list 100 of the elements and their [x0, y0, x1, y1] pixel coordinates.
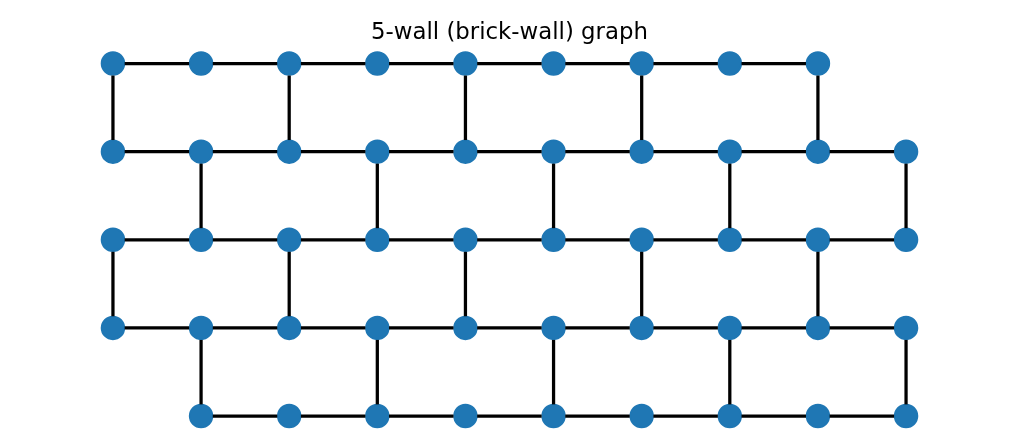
connector: [728, 163, 732, 229]
node-circle: [453, 139, 478, 164]
connector: [300, 150, 366, 154]
connector: [653, 150, 718, 154]
node-circle: [805, 315, 831, 341]
node-circle: [365, 403, 390, 429]
node-circle: [629, 227, 654, 252]
node-circle: [717, 227, 743, 252]
node-circle: [100, 51, 126, 76]
connector: [829, 238, 895, 242]
node-circle: [365, 51, 390, 76]
connector: [389, 61, 454, 66]
node-circle: [541, 139, 566, 164]
node-circle: [805, 227, 831, 252]
node-circle: [365, 315, 390, 341]
node-circle: [629, 315, 654, 341]
connector: [375, 163, 379, 229]
connector: [653, 414, 718, 418]
connector: [904, 163, 908, 229]
node-circle: [365, 139, 390, 164]
node-circle: [276, 227, 302, 252]
node-circle: [276, 403, 302, 429]
connector: [389, 150, 454, 154]
node-circle: [805, 403, 831, 429]
node-circle: [541, 315, 566, 341]
node-circle: [629, 403, 654, 429]
connector: [565, 150, 630, 154]
node-circle: [453, 403, 478, 429]
node-circle: [717, 315, 743, 341]
connector: [300, 61, 366, 66]
connector: [565, 238, 630, 242]
connector: [477, 326, 542, 330]
connector: [212, 414, 278, 418]
node-circle: [629, 51, 654, 76]
connector: [653, 238, 718, 242]
connector: [300, 414, 366, 418]
connector: [124, 238, 190, 242]
node-circle: [893, 139, 919, 164]
connector: [212, 61, 278, 66]
diagram-title: 5-wall (brick-wall) graph: [371, 18, 648, 45]
connector: [741, 150, 806, 154]
node-circle: [100, 139, 126, 164]
node-circle: [717, 403, 743, 429]
node-circle: [893, 403, 919, 429]
connector: [300, 238, 366, 242]
node-circle: [276, 51, 302, 76]
connector: [829, 150, 895, 154]
node-circle: [805, 139, 831, 164]
connector: [477, 150, 542, 154]
node-circle: [893, 227, 919, 252]
connector: [565, 61, 630, 66]
connector: [111, 75, 115, 141]
connector: [741, 414, 806, 418]
connector: [816, 251, 820, 317]
connector: [477, 238, 542, 242]
connector: [477, 61, 542, 66]
node-circle: [276, 139, 302, 164]
connector: [816, 75, 820, 141]
connector: [741, 238, 806, 242]
connector: [565, 414, 630, 418]
node-circle: [188, 139, 214, 164]
connector: [551, 339, 556, 405]
connector: [640, 75, 644, 141]
connector: [199, 163, 203, 229]
connector: [212, 238, 278, 242]
connector: [565, 326, 630, 330]
node-circle: [453, 227, 478, 252]
connector: [111, 251, 115, 317]
node-circle: [276, 315, 302, 341]
connector: [389, 326, 454, 330]
node-circle: [541, 227, 566, 252]
connector: [829, 414, 895, 418]
connector: [904, 339, 908, 405]
connector: [287, 75, 291, 141]
node-circle: [365, 227, 390, 252]
node-circle: [541, 403, 566, 429]
node-circle: [188, 51, 214, 76]
connector: [199, 339, 203, 405]
connector: [300, 326, 366, 330]
connector: [389, 238, 454, 242]
node-circle: [188, 315, 214, 341]
connector: [741, 61, 806, 66]
node-circle: [453, 315, 478, 341]
connector: [741, 326, 806, 330]
connector: [124, 150, 190, 154]
connector: [728, 339, 732, 405]
connector: [463, 75, 468, 141]
node-circle: [629, 139, 654, 164]
connector: [287, 251, 291, 317]
node-circle: [453, 51, 478, 76]
connector: [375, 339, 379, 405]
node-circle: [188, 227, 214, 252]
node-circle: [805, 51, 831, 76]
node-circle: [541, 51, 566, 76]
connector: [640, 251, 644, 317]
connector: [551, 163, 556, 229]
connector: [653, 326, 718, 330]
connector: [212, 150, 278, 154]
node-circle: [100, 315, 126, 341]
connector: [124, 61, 190, 66]
